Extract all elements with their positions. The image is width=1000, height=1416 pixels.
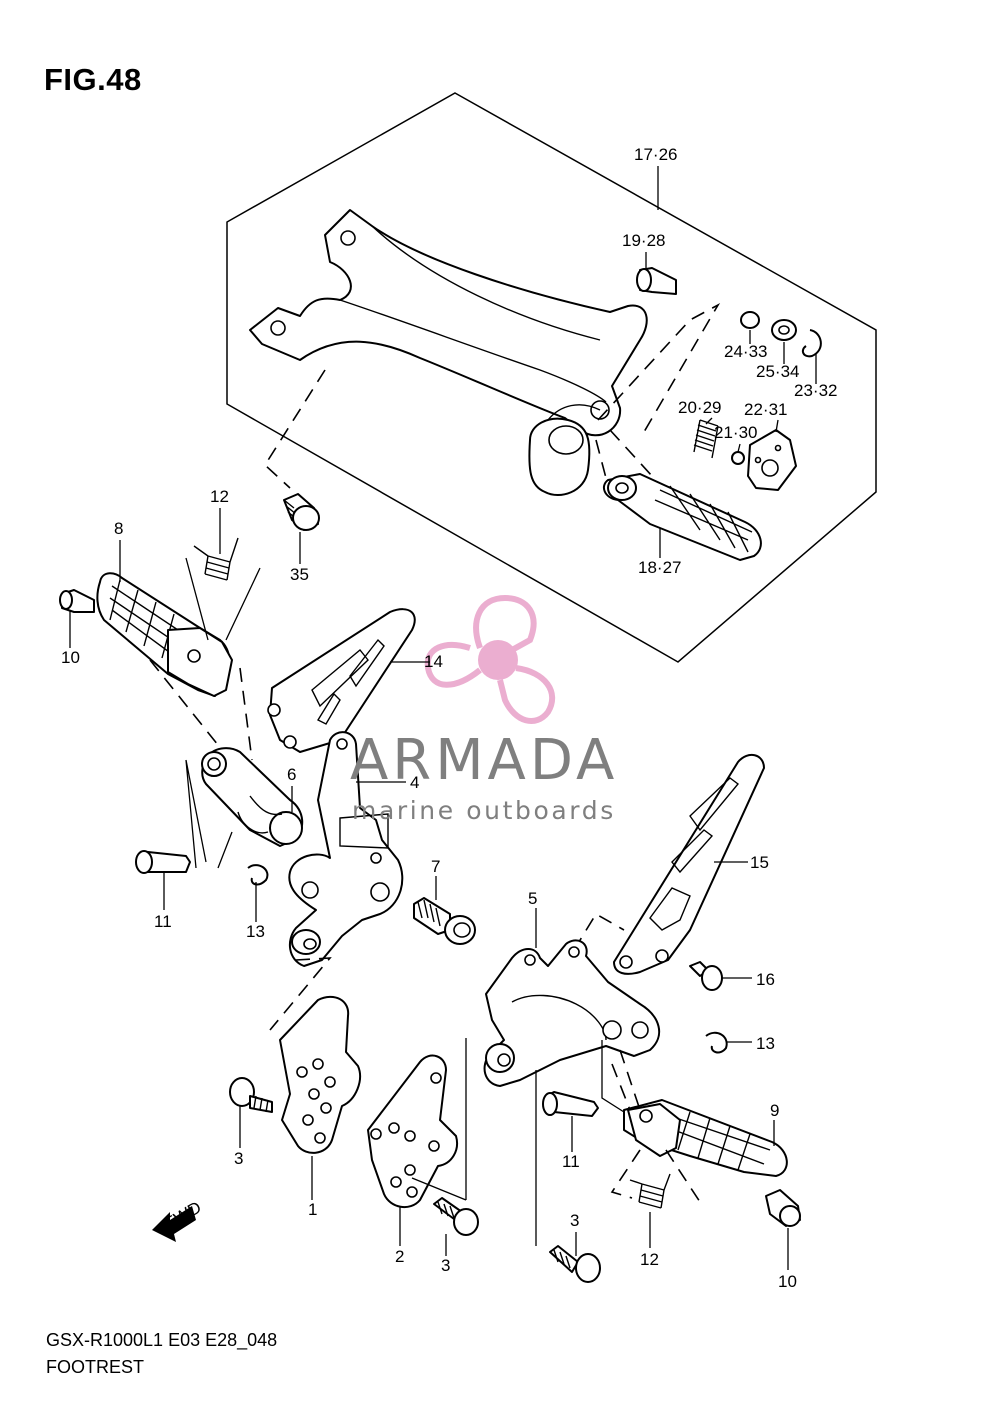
plate-2: [367, 1054, 458, 1209]
label-3-center: 3: [441, 1256, 450, 1275]
label-22-31: 22·31: [744, 400, 787, 419]
label-7: 7: [431, 857, 440, 876]
bolt-3-left: [229, 1077, 273, 1113]
bolt-3-right: [549, 1245, 601, 1283]
label-3-right: 3: [570, 1211, 579, 1230]
label-12-rear: 12: [640, 1250, 659, 1269]
model-code: GSX-R1000L1 E03 E28_048: [46, 1330, 278, 1350]
label-15: 15: [750, 853, 769, 872]
bracket-15: [613, 753, 765, 975]
label-9: 9: [770, 1101, 779, 1120]
bolt-3-center: [433, 1197, 479, 1236]
label-24-33: 24·33: [724, 342, 767, 361]
label-17-26: 17·26: [634, 145, 677, 164]
label-3-left: 3: [234, 1149, 243, 1168]
label-12-front: 12: [210, 487, 229, 506]
bolt-7: [413, 897, 476, 945]
label-14: 14: [424, 652, 443, 671]
pin-11-left: [135, 850, 191, 874]
detent-spring: [693, 419, 719, 459]
forward-arrow-icon: FWD: [152, 1198, 205, 1242]
step-bracket-4: [288, 731, 404, 967]
watermark-brand: ARMADA: [350, 728, 619, 793]
label-4: 4: [410, 773, 419, 792]
section-name: FOOTREST: [46, 1357, 144, 1377]
plate-1: [279, 995, 361, 1154]
e-clip: [801, 329, 822, 358]
label-8: 8: [114, 519, 123, 538]
label-6: 6: [287, 765, 296, 784]
pillion-footpeg: [602, 473, 762, 561]
propeller-logo: [424, 594, 556, 724]
label-11-right: 11: [562, 1152, 580, 1171]
washer-small: [740, 311, 760, 329]
label-35: 35: [290, 565, 309, 584]
label-18-27: 18·27: [638, 558, 681, 577]
label-5: 5: [528, 889, 537, 908]
pillion-bracket: [249, 209, 648, 496]
rider-footpeg-front: [96, 572, 233, 697]
watermark-tagline: marine outboards: [352, 796, 616, 825]
label-25-34: 25·34: [756, 362, 799, 381]
label-13-left: 13: [246, 922, 265, 941]
figure-title: FIG.48: [44, 62, 142, 97]
label-21-30: 21·30: [714, 423, 757, 442]
label-19-28: 19·28: [622, 231, 665, 250]
label-16: 16: [756, 970, 775, 989]
cap-10-front: [59, 589, 95, 613]
label-1: 1: [308, 1200, 317, 1219]
e-clip-13-left: [247, 864, 269, 886]
label-13-right: 13: [756, 1034, 775, 1053]
bolt-35: [283, 493, 320, 531]
label-20-29: 20·29: [678, 398, 721, 417]
label-10-front: 10: [61, 648, 80, 667]
pin-11-right: [542, 1091, 599, 1117]
spring-12-rear: [629, 1173, 671, 1209]
label-23-32: 23·32: [794, 381, 837, 400]
screw-16: [689, 961, 723, 991]
label-10-rear: 10: [778, 1272, 797, 1291]
pillion-assembly-frame: [226, 92, 877, 663]
label-11-left: 11: [154, 912, 172, 931]
label-2: 2: [395, 1247, 404, 1266]
rider-footpeg-rear: [623, 1099, 788, 1177]
holder-bracket-5: [483, 939, 660, 1087]
footpeg-holder-6: [201, 747, 304, 847]
bracket-14: [267, 608, 416, 753]
spring-12-front: [193, 537, 239, 581]
detent-ball: [731, 451, 745, 465]
cap-10-rear: [765, 1189, 801, 1227]
pivot-pin: [636, 267, 677, 295]
e-clip-13-right: [705, 1031, 728, 1054]
